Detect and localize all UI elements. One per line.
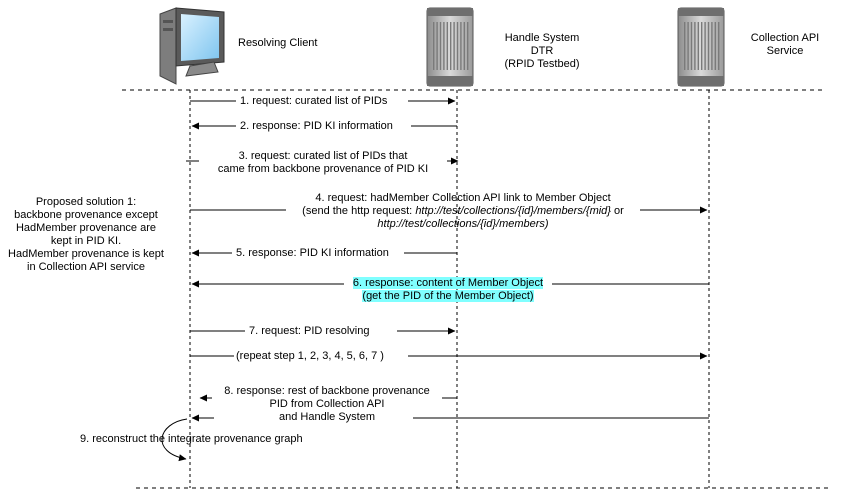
server-vent: [453, 22, 455, 70]
message-8-line: and Handle System: [279, 411, 375, 423]
note-line: backbone provenance except: [14, 209, 158, 221]
server-vent: [697, 22, 699, 70]
server-vent: [701, 22, 703, 70]
message-6-line: 6. response: content of Member Object: [344, 277, 552, 290]
message-4-url: http://test/collections/{id}/members/{mi…: [415, 205, 611, 217]
server-vent: [433, 22, 435, 70]
message-3-line: 3. request: curated list of PIDs that: [238, 150, 408, 162]
message-5-label: 5. response: PID KI information: [236, 247, 389, 259]
message-8-label: 8. response: rest of backbone provenance…: [212, 385, 442, 424]
message-4-text: (send the http request:: [302, 205, 416, 217]
message-4-line: (send the http request: http://test/coll…: [288, 205, 638, 218]
note-line: kept in PID KI.: [50, 235, 122, 247]
message-4-line: 4. request: hadMember Collection API lin…: [315, 192, 611, 204]
server-vent: [450, 22, 452, 70]
server-vent: [439, 22, 442, 70]
message-9-loop: [161, 418, 188, 462]
message-3-line: came from backbone provenance of PID KI: [217, 163, 429, 175]
message-6-highlight: (get the PID of the Member Object): [362, 290, 534, 302]
server-vent: [443, 22, 445, 70]
server-vent: [456, 22, 459, 70]
collection-label-line: Collection API: [750, 32, 820, 44]
message-6-line: (get the PID of the Member Object): [344, 290, 552, 303]
dtr-label-line: (RPID Testbed): [504, 58, 580, 70]
message-9-label: 9. reconstruct the integrate provenance …: [80, 433, 303, 445]
message-8-line: 8. response: rest of backbone provenance: [224, 385, 430, 397]
server-vent: [694, 22, 696, 70]
server-vent: [690, 22, 693, 70]
server-vent: [463, 22, 465, 70]
collection-label-line: Service: [766, 45, 804, 57]
message-7-label: 7. request: PID resolving: [249, 325, 370, 337]
note-line: HadMember provenance is kept: [8, 248, 164, 260]
server-vent: [704, 22, 706, 70]
message-2-label: 2. response: PID KI information: [240, 120, 393, 132]
server-vent: [446, 22, 448, 70]
message-4-url: http://test/collections/{id}/members): [377, 218, 549, 230]
message-4-text: or: [610, 205, 624, 217]
server-vent: [436, 22, 438, 70]
server-icon: [426, 7, 474, 87]
server-vent: [460, 22, 462, 70]
server-vent: [711, 22, 713, 70]
collection-label: Collection API Service: [740, 32, 830, 58]
server-vent: [714, 22, 716, 70]
server-vent: [707, 22, 710, 70]
message-4-label: 4. request: hadMember Collection API lin…: [288, 192, 638, 231]
repeat-label: (repeat step 1, 2, 3, 4, 5, 6, 7 ): [236, 350, 384, 362]
server-vent: [718, 22, 720, 70]
message-6-label: 6. response: content of Member Object (g…: [344, 277, 552, 303]
proposed-solution-note: Proposed solution 1: backbone provenance…: [2, 196, 170, 274]
note-line: HadMember provenance are: [15, 222, 157, 234]
note-line: in Collection API service: [27, 261, 145, 273]
message-6-highlight: 6. response: content of Member Object: [352, 277, 544, 289]
dtr-label: Handle System DTR (RPID Testbed): [490, 32, 594, 71]
server-icon: [677, 7, 725, 87]
computer-icon: [159, 7, 225, 85]
message-4-line: http://test/collections/{id}/members): [288, 218, 638, 231]
message-8-line: PID from Collection API: [269, 398, 385, 410]
dtr-label-line: Handle System: [504, 32, 580, 44]
note-line: Proposed solution 1:: [35, 196, 137, 208]
message-3-label: 3. request: curated list of PIDs that ca…: [203, 150, 443, 176]
server-vent: [684, 22, 686, 70]
server-vent: [687, 22, 689, 70]
client-label: Resolving Client: [238, 37, 318, 49]
dtr-label-line: DTR: [530, 45, 554, 57]
server-vent: [467, 22, 469, 70]
message-1-label: 1. request: curated list of PIDs: [240, 95, 388, 107]
